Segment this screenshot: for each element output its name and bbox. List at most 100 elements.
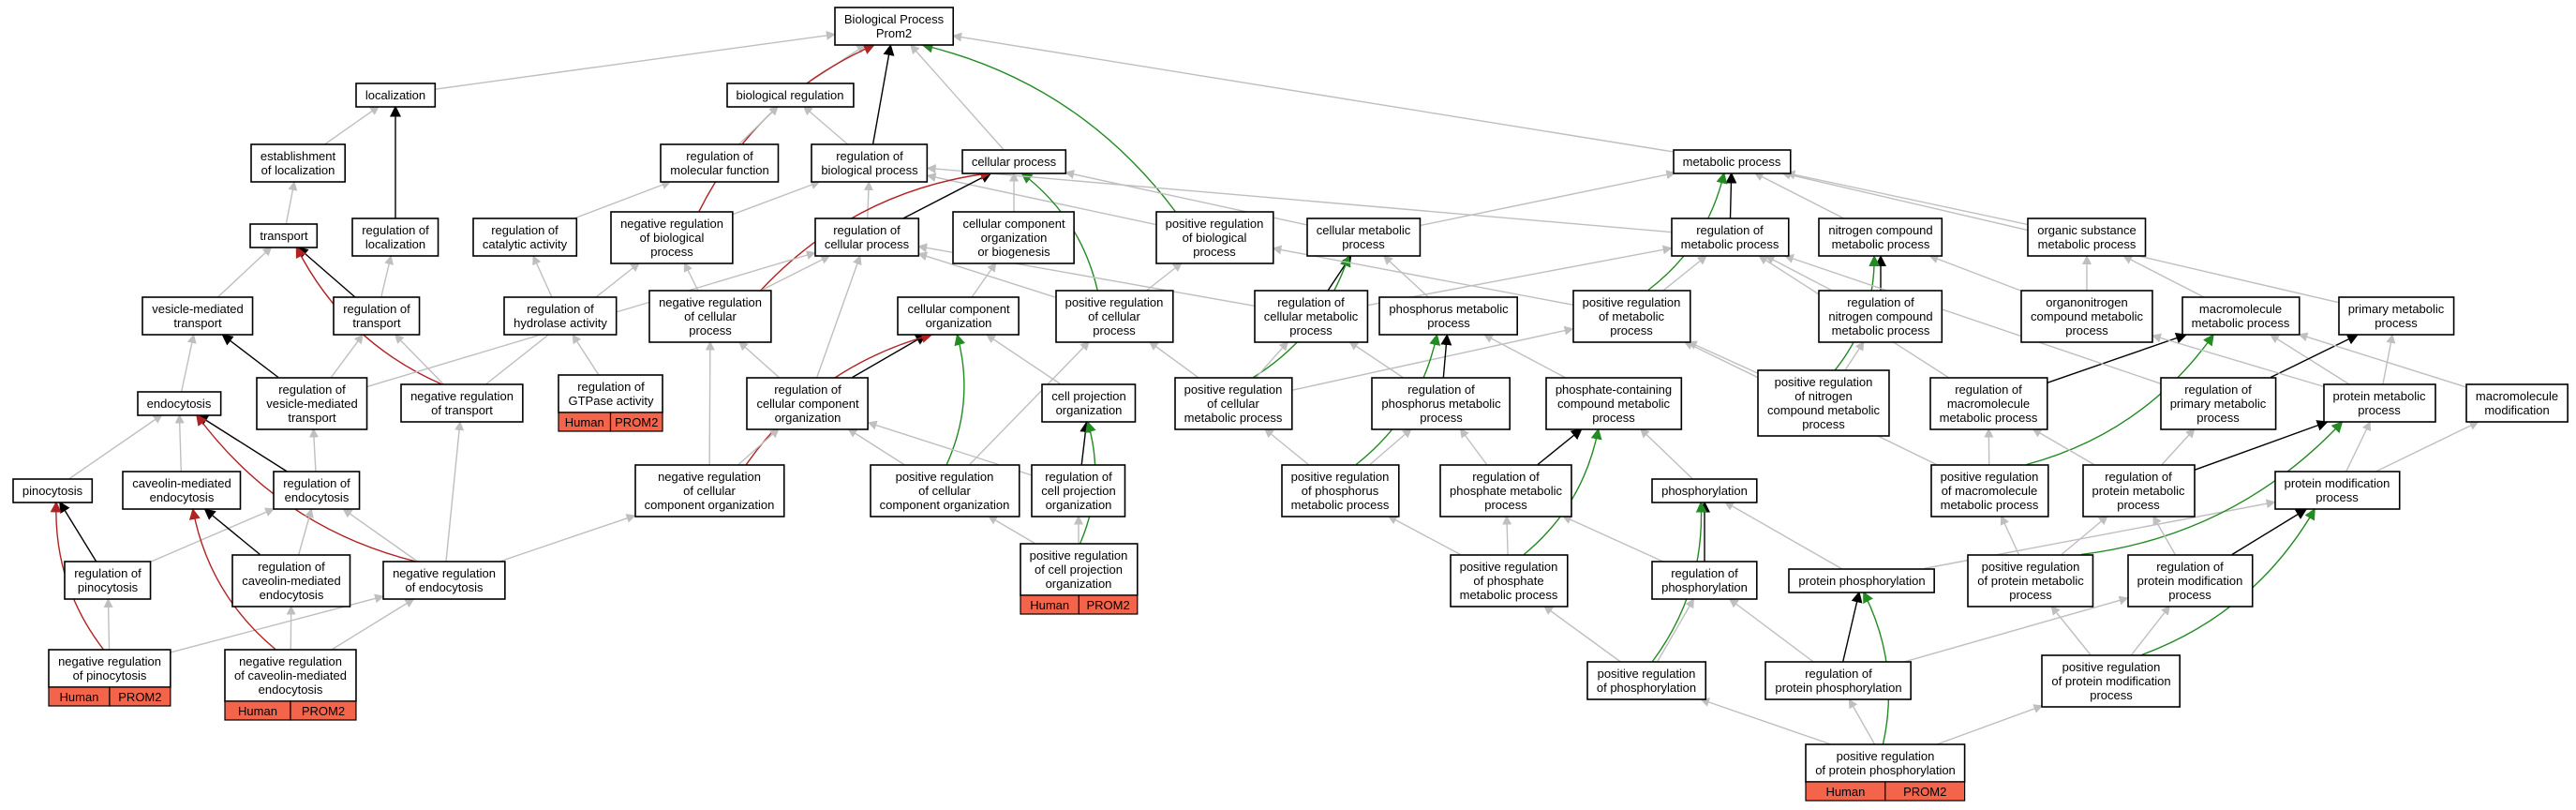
term-label: process — [1592, 411, 1635, 425]
go-term-endocytosis[interactable]: endocytosis — [137, 391, 222, 416]
term-label: organization — [981, 231, 1048, 245]
go-term-phosphorylation[interactable]: phosphorylation — [1651, 478, 1758, 503]
term-label: negative regulation — [620, 217, 723, 231]
annotation-species: Human — [1825, 785, 1865, 799]
annotation-gene: PROM2 — [615, 415, 658, 429]
term-label: metabolic process — [1940, 411, 2038, 425]
edge-default — [1783, 254, 2161, 384]
term-box — [122, 471, 242, 510]
go-term-pinocytosis[interactable]: pinocytosis — [12, 478, 94, 503]
edge-default — [1387, 515, 1461, 556]
edge-default — [1272, 245, 1573, 306]
edge-default — [573, 180, 672, 219]
term-box — [610, 211, 734, 264]
go-term-transport[interactable]: transport — [249, 223, 319, 248]
term-label: process — [2315, 490, 2359, 504]
term-label: of protein phosphorylation — [1815, 763, 1956, 777]
term-label: positive regulation — [1460, 560, 1558, 574]
edge-default — [1146, 262, 1183, 292]
term-label: regulation of — [258, 560, 325, 574]
go-term-cellular-process[interactable]: cellular process — [961, 149, 1067, 174]
term-label: organization — [775, 411, 841, 425]
go-term-reg-cav-endo[interactable]: regulation ofcaveolin-mediatedendocytosi… — [231, 554, 351, 608]
term-label: process — [1802, 417, 1845, 431]
edge-default — [2000, 515, 2020, 555]
go-term-bio-reg[interactable]: biological regulation — [726, 82, 855, 108]
go-term-protein-phos[interactable]: protein phosphorylation — [1788, 568, 1935, 593]
term-box — [952, 211, 1075, 264]
go-term-localization[interactable]: localization — [355, 82, 437, 108]
term-label: macromolecule — [2476, 389, 2558, 403]
term-box — [897, 296, 1020, 336]
edge-default — [2161, 428, 2196, 465]
term-label: of phosphorus — [1302, 484, 1379, 498]
edge-is-a-strong — [852, 334, 928, 379]
go-term-metabolic-process[interactable]: metabolic process — [1673, 149, 1792, 174]
